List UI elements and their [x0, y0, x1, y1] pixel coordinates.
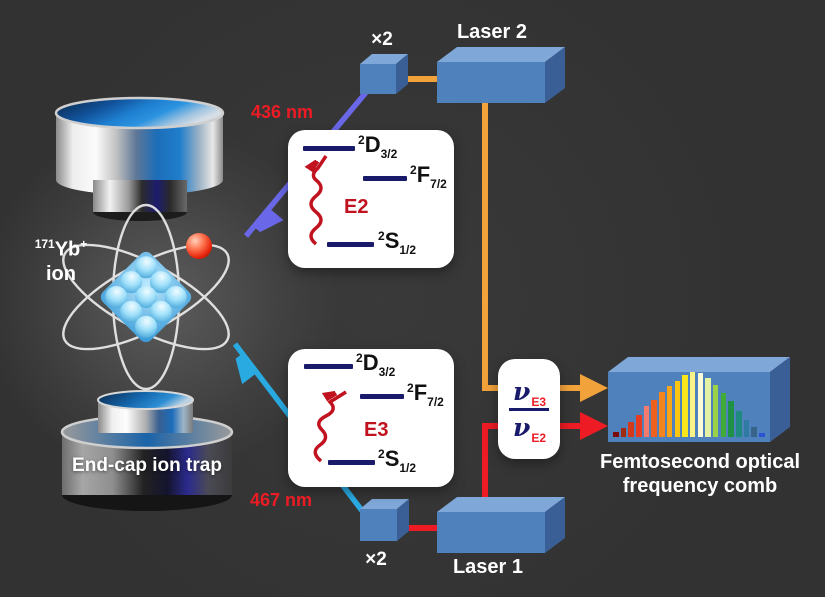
electron: [186, 233, 212, 259]
endcap-ion-trap: [60, 390, 234, 511]
e3-level-d-label: 2D3/2: [356, 350, 396, 379]
laser1-label: Laser 1: [452, 556, 524, 578]
e2-level-d-label: 2D3/2: [358, 132, 398, 161]
comb-bar: [643, 406, 650, 437]
wavelength-436nm-label: 436 nm: [251, 102, 314, 122]
frequency-doubler-bottom: [360, 499, 409, 541]
ratio-numerator: νE3: [512, 376, 546, 408]
e3-level-d: [304, 364, 353, 369]
doubler-bottom-label: ×2: [365, 549, 387, 570]
nu-symbol: ν: [512, 376, 531, 406]
comb-bar: [636, 415, 642, 437]
comb-caption-line1: Femtosecond optical: [599, 451, 801, 473]
ratio-denominator: νE2: [512, 412, 546, 444]
e2-wavy-transition-arrow: [311, 155, 328, 246]
laser2-to-ratio-line: [482, 101, 582, 391]
ion-word: ion: [46, 262, 76, 285]
comb-bar: [613, 432, 619, 437]
comb-bar: [705, 378, 711, 437]
laser1-box: [437, 497, 565, 553]
comb-bar: [759, 433, 765, 437]
e3-level-s: [328, 460, 375, 465]
comb-bar: [720, 393, 727, 437]
wavelength-467nm-label: 467 nm: [250, 490, 313, 510]
e3-level-f: [360, 394, 404, 399]
comb-bar: [712, 385, 719, 437]
trapped-ion-atom: [62, 203, 230, 391]
ion-element-symbol: Yb: [54, 238, 81, 261]
laser2-box: [437, 47, 565, 103]
nucleus: [100, 251, 192, 343]
comb-caption: Femtosecond optical frequency comb: [590, 450, 810, 498]
e2-level-s: [327, 242, 374, 247]
e2-level-s-label: 2S1/2: [378, 228, 417, 257]
ion-charge: +: [80, 237, 88, 251]
e3-transition-arrow-svg: [313, 349, 347, 463]
comb-bar: [666, 386, 673, 437]
comb-bar: [628, 422, 634, 437]
e3-level-s-label: 2S1/2: [378, 446, 417, 475]
comb-bar: [736, 411, 742, 437]
e3-level-f-label: 2F7/2: [407, 380, 444, 409]
comb-bar: [689, 372, 696, 437]
nu-e3-subscript: E3: [531, 394, 547, 409]
comb-bar: [651, 400, 657, 437]
comb-bar: [751, 427, 757, 437]
e2-level-f: [363, 176, 407, 181]
frequency-comb-box: [608, 357, 790, 442]
comb-bar: [659, 392, 665, 437]
nu-e2-subscript: E2: [531, 430, 547, 445]
upper-endcap-electrode: [54, 96, 225, 221]
e3-transition-label: E3: [364, 419, 389, 441]
red-arrowhead-to-comb: [580, 412, 608, 440]
e3-level-diagram-panel: 2D3/2 2F7/2 2S1/2 E3: [288, 349, 454, 487]
doubler-top-label: ×2: [371, 29, 393, 50]
e2-level-diagram-panel: 2D3/2 2F7/2 2S1/2 E2: [288, 130, 454, 268]
ion-mass-number: 171: [34, 237, 55, 251]
e2-transition-label: E2: [344, 196, 369, 218]
comb-bar: [620, 428, 627, 437]
ion-label: 171Yb+ ion: [15, 232, 107, 286]
comb-bar: [697, 373, 704, 437]
e2-level-f-label: 2F7/2: [410, 162, 447, 191]
upper-electrode-top-face: [54, 96, 225, 130]
ratio-fraction-bar: [509, 407, 549, 411]
orange-arrowhead-to-comb: [580, 374, 608, 402]
comb-bar: [682, 375, 688, 437]
comb-bar: [674, 381, 680, 437]
laser2-label: Laser 2: [456, 21, 528, 43]
comb-bar: [728, 401, 734, 437]
ion-species: 171Yb+: [15, 232, 107, 262]
comb-spectrum-bars: [613, 371, 767, 437]
nu-symbol: ν: [512, 412, 531, 442]
e2-level-d: [303, 146, 355, 151]
frequency-doubler-top: [360, 54, 408, 94]
e3-wavy-transition-arrow: [313, 392, 347, 463]
comb-caption-line2: frequency comb: [622, 475, 778, 497]
comb-bar: [743, 420, 750, 437]
trap-inner-electrode-top: [97, 390, 194, 410]
e2-transition-arrow-svg: [288, 155, 328, 246]
trap-label: End-cap ion trap: [72, 455, 222, 476]
frequency-ratio-panel: νE3 νE2: [498, 359, 560, 459]
